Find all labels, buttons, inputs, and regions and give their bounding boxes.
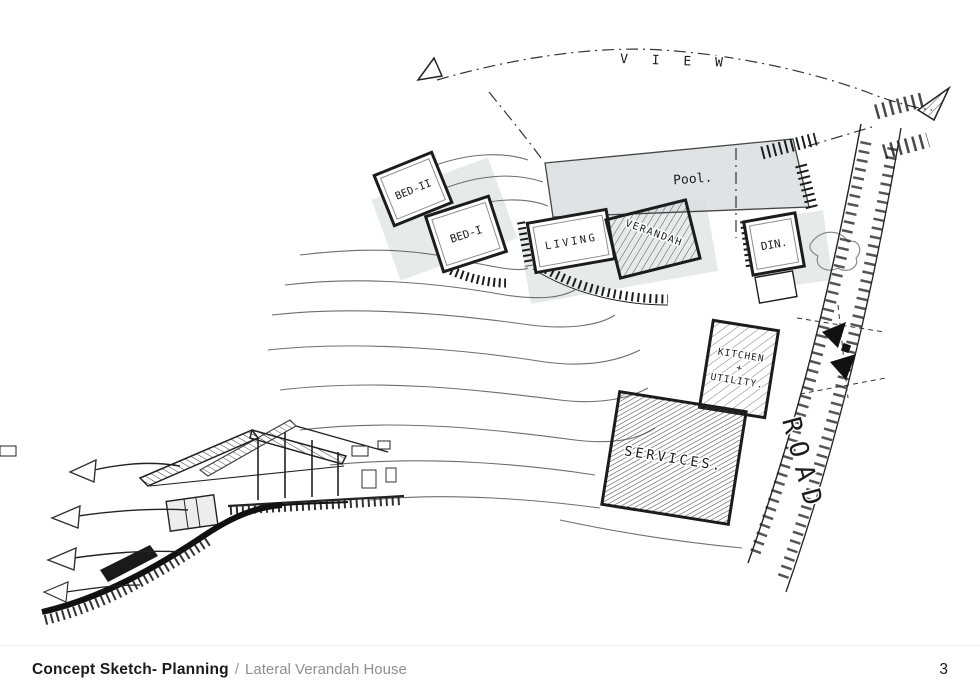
marker-arrow-icon: [830, 354, 856, 380]
setout-guides: [488, 91, 873, 238]
direction-arrows: [42, 458, 189, 603]
marker-arrow-icon: [822, 322, 846, 348]
footer-separator: /: [234, 661, 240, 678]
road-right-edge: [785, 127, 902, 593]
kitchen-label-line2: +: [735, 363, 743, 375]
room-living: LIVING: [525, 207, 617, 275]
view-arrow-right-icon: [916, 85, 951, 122]
pool-label: Pool.: [673, 171, 713, 189]
room-verandah: VERANDAH: [604, 198, 702, 280]
room-kitchen-utility: KITCHEN + UTILITY.: [697, 318, 781, 420]
road-left-edge: [747, 123, 862, 564]
page-number: 3: [939, 660, 948, 678]
footer-subtitle: Lateral Verandah House: [245, 661, 407, 678]
pool: Pool.: [544, 138, 810, 218]
dining-annex: [754, 270, 798, 304]
concept-sketch-canvas: Pool. V I E W: [0, 48, 951, 625]
sketch-area: Pool. V I E W: [0, 48, 951, 625]
survey-markers: [796, 304, 887, 399]
room-bed2: BED-II: [372, 150, 454, 228]
room-bed1: BED-I: [423, 194, 509, 274]
elevation-sketch: [0, 419, 405, 625]
room-dining: DIN.: [741, 211, 807, 277]
view-arc: V I E W: [416, 48, 951, 122]
footer-title: Concept Sketch- Planning: [32, 660, 229, 678]
room-services: SERVICES.: [600, 389, 748, 527]
dining-label: DIN.: [760, 236, 788, 253]
view-label: V I E W: [620, 52, 731, 71]
view-arrow-left-icon: [416, 56, 444, 82]
marker-square-icon: [840, 342, 852, 354]
footer: Concept Sketch- Planning / Lateral Veran…: [0, 645, 980, 693]
